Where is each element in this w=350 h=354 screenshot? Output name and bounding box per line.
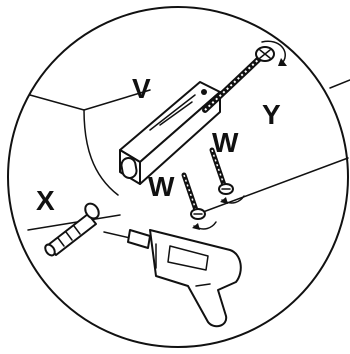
- power-drill-icon: [104, 230, 241, 326]
- label-long-screw: Y: [262, 99, 281, 130]
- wood-screw-left-icon: [184, 175, 216, 230]
- label-anchor: X: [36, 185, 55, 216]
- label-screw-right: W: [212, 127, 239, 158]
- label-bracket: V: [132, 73, 151, 104]
- label-screw-left: W: [148, 171, 175, 202]
- wood-screw-right-icon: [212, 150, 244, 204]
